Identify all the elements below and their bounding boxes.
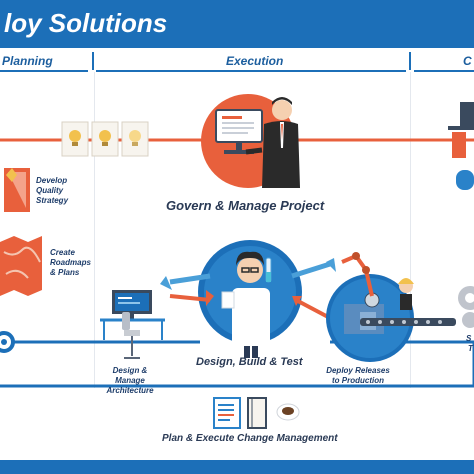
quality-strategy-label: Develop Quality Strategy — [36, 176, 69, 205]
phase-right-label: C — [463, 54, 472, 68]
phase-execution-label: Execution — [226, 54, 284, 68]
phase-divider — [92, 52, 94, 70]
gear-icon — [458, 286, 474, 328]
flow-arrows — [160, 258, 336, 320]
ring-marker — [0, 331, 15, 353]
page-title: loy Solutions — [4, 8, 168, 38]
right-fragment-label: S — [466, 334, 472, 343]
architecture-desk-illustration — [100, 290, 165, 359]
phase-divider — [409, 52, 411, 70]
phase-underline-right — [414, 70, 474, 72]
phase-underline-planning — [0, 70, 88, 72]
right-fragment-label: T — [468, 344, 473, 353]
govern-manage-label: Govern & Manage Project — [166, 198, 325, 213]
lightbulb-card-icon — [91, 121, 119, 157]
roadmap-icon — [0, 236, 42, 296]
bottom-bar — [0, 460, 474, 474]
phase-planning-label: Planning — [2, 54, 53, 68]
book-icon — [247, 397, 267, 429]
phase-underline-execution — [96, 70, 406, 72]
lightbulb-card-icon — [121, 121, 149, 157]
coffee-cup-icon — [276, 403, 300, 421]
scientist-illustration — [198, 240, 302, 358]
design-build-test-label: Design, Build & Test — [196, 356, 303, 368]
column-separator — [410, 72, 411, 388]
manager-illustration — [201, 94, 300, 188]
change-management-label: Plan & Execute Change Management — [162, 433, 338, 444]
architecture-label: Design & Manage Architecture — [106, 366, 154, 395]
header-bar: loy Solutions — [0, 0, 474, 48]
document-icon — [213, 397, 241, 429]
roadmaps-label: Create Roadmaps & Plans — [50, 248, 91, 277]
quality-strategy-icon — [4, 168, 30, 212]
deploy-label: Deploy Releases to Production — [326, 366, 390, 385]
column-separator — [94, 72, 95, 388]
deploy-illustration — [326, 252, 456, 362]
right-partial-icon — [448, 102, 474, 190]
lightbulb-card-icon — [61, 121, 89, 157]
